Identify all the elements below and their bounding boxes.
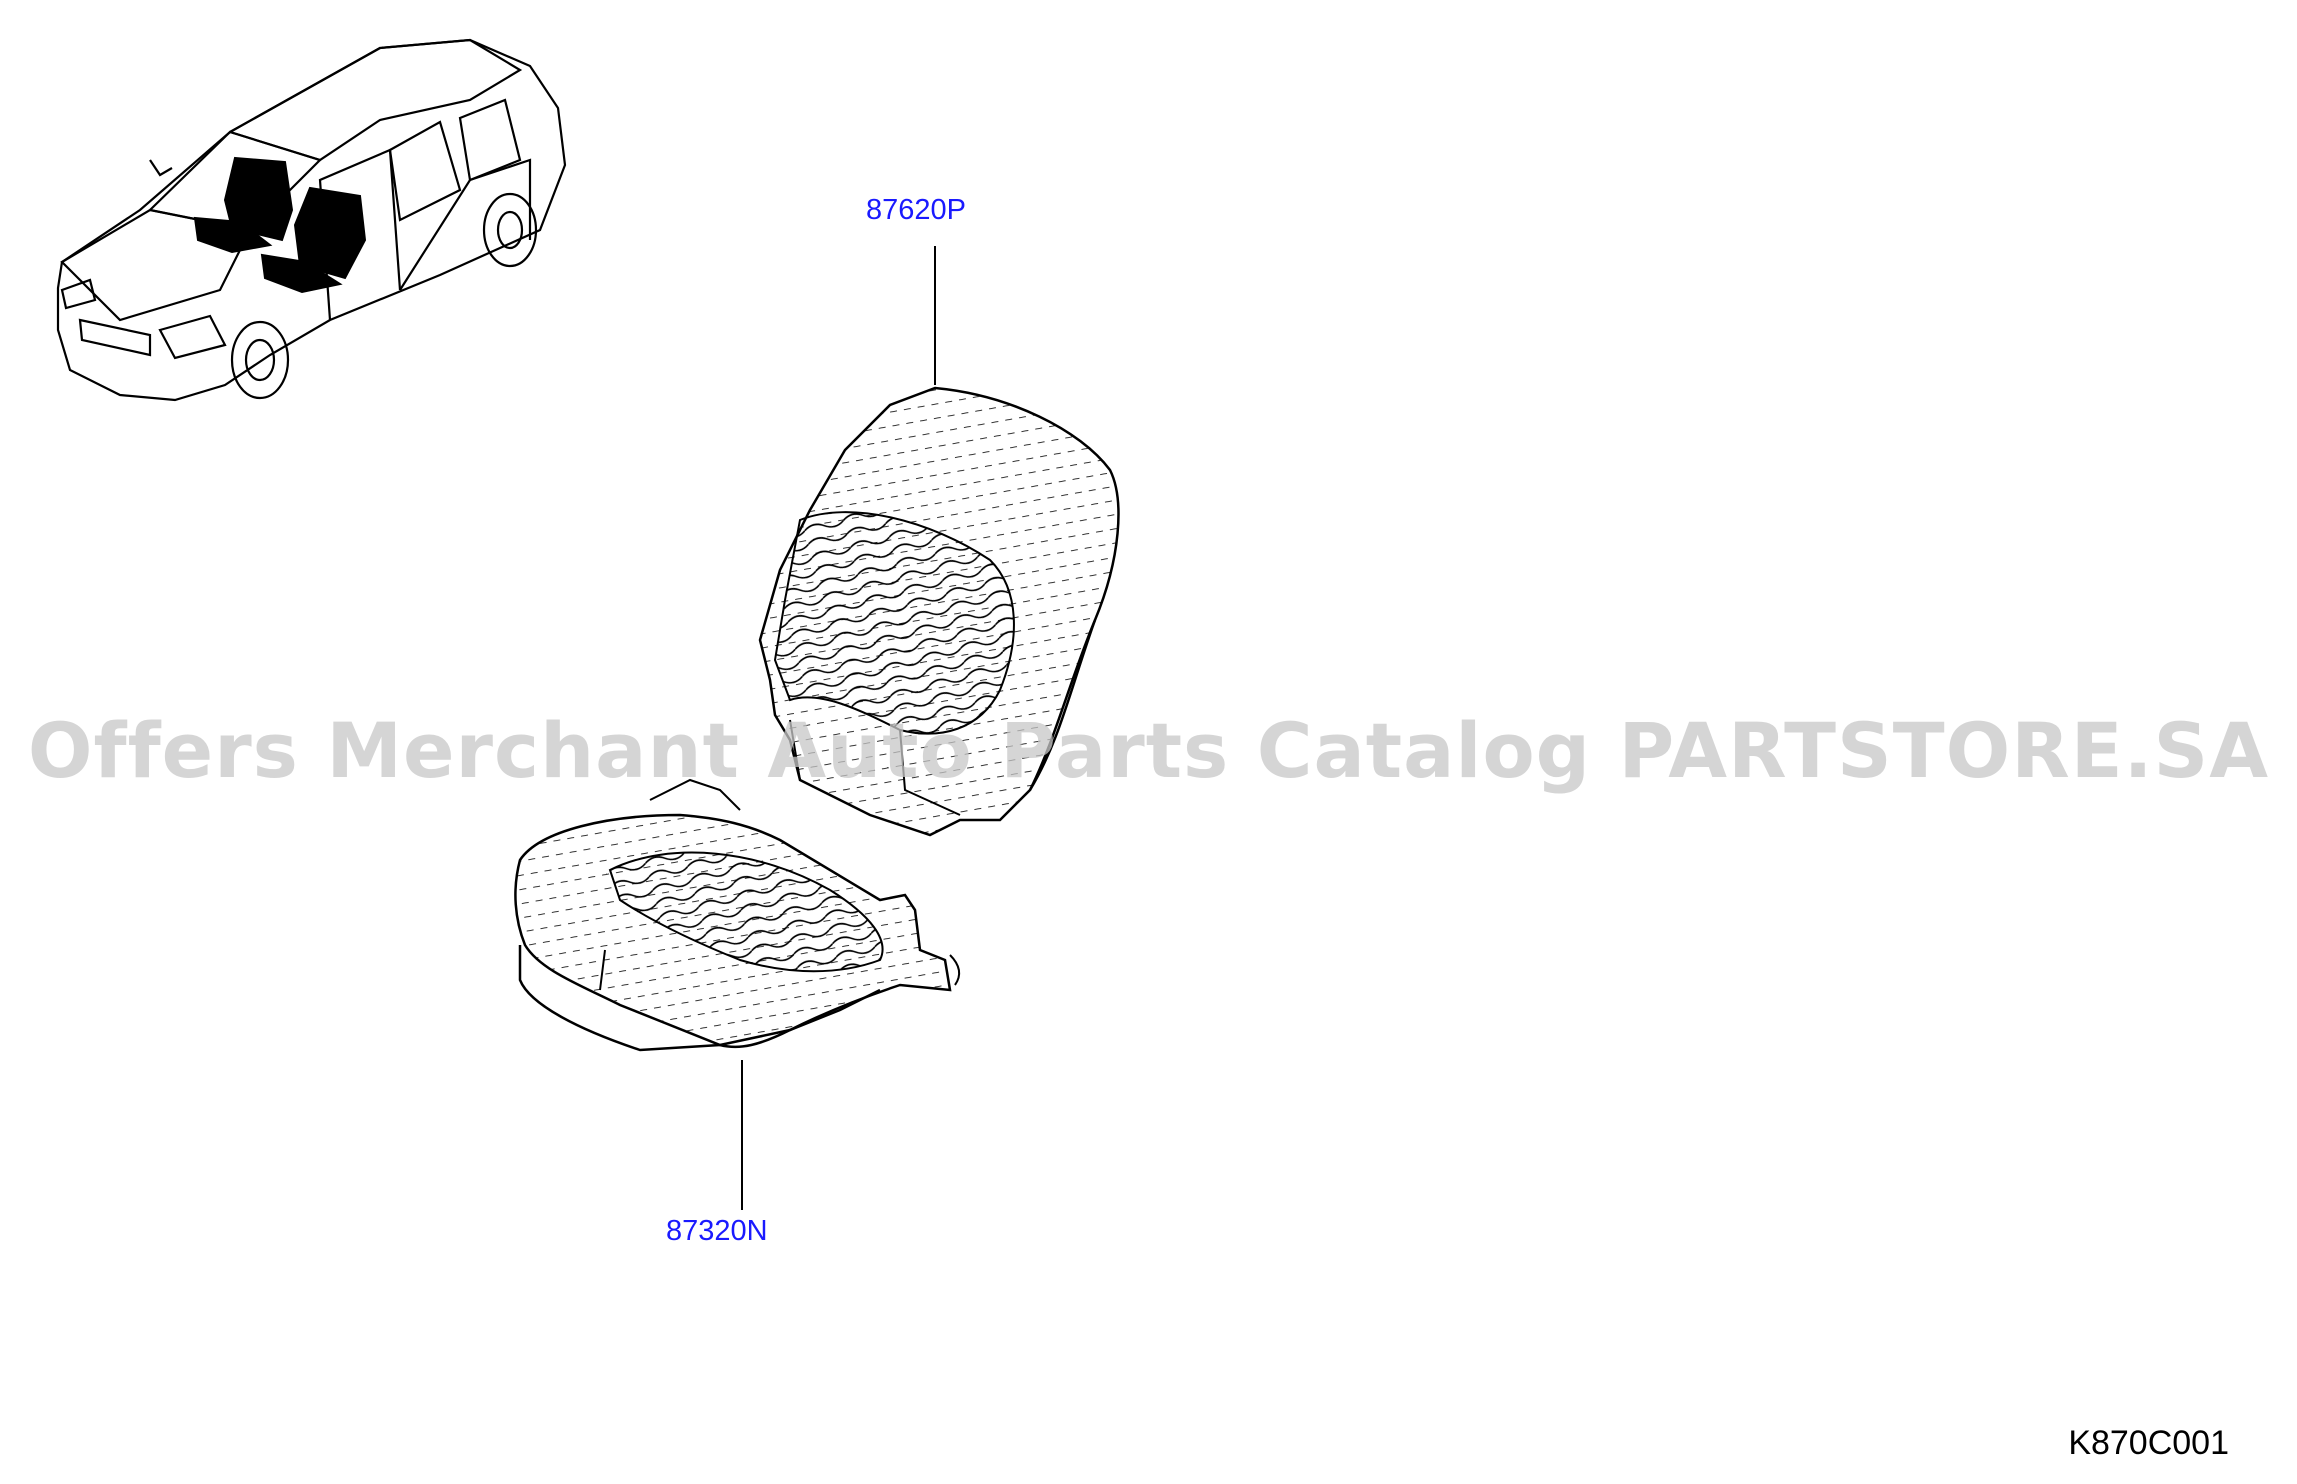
callout-87320N[interactable]: 87320N	[666, 1215, 768, 1247]
diagram-code: K870C001	[2068, 1424, 2229, 1462]
car-locator-seats-icon	[193, 156, 367, 294]
seat-cushion-icon	[514, 778, 961, 1052]
seat-backrest-icon	[758, 386, 1120, 837]
callout-87620P[interactable]: 87620P	[866, 194, 966, 226]
